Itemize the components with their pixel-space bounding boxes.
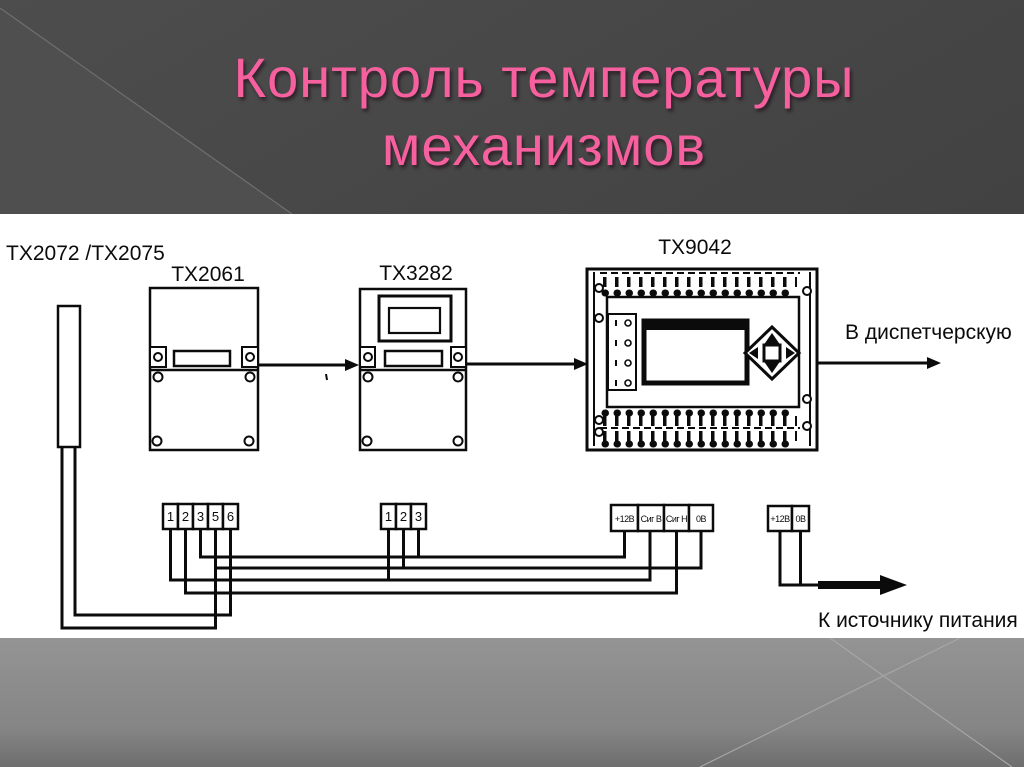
wire-5-zero <box>215 532 703 570</box>
dpad-left-icon[interactable] <box>749 347 758 359</box>
power-terminal-block: +12В 0В <box>766 504 811 533</box>
terminal-cell-label: 2 <box>182 509 189 524</box>
terminal-cell-label: 3 <box>197 509 204 524</box>
tx9042-led-box <box>607 313 637 391</box>
wire-3-plus12 <box>199 529 626 559</box>
diagonal-line <box>0 7 293 214</box>
tx9042-bottom-terminal-strips <box>600 409 800 448</box>
tx3282-display <box>387 306 442 335</box>
dpad-center-button[interactable] <box>762 343 782 363</box>
terminal-cell-label: 5 <box>212 509 219 524</box>
arrowhead-icon <box>574 358 588 370</box>
wiring <box>60 447 820 630</box>
dpad-up-icon[interactable] <box>763 333 781 346</box>
tx9042-lcd-top-bar <box>642 319 749 330</box>
terminal-cell-label: 6 <box>227 509 234 524</box>
title-line-2: механизмов <box>381 114 707 177</box>
flow-arrows: В диспетчерскую <box>258 321 1012 381</box>
probe-label: TX2072 /TX2075 <box>6 242 165 265</box>
arrowhead-icon <box>880 575 907 595</box>
terminal-cell-label: +12В <box>615 514 635 524</box>
terminal-cell-label: 1 <box>385 509 392 524</box>
terminal-cell-label: 0В <box>795 514 806 524</box>
tx2061-label: TX2061 <box>171 263 245 286</box>
slide-bottom-band <box>0 638 1024 767</box>
wire-power-plus12 <box>778 531 820 587</box>
terminal-cell-label: 3 <box>415 509 422 524</box>
dpad-right-icon[interactable] <box>786 347 795 359</box>
tx2061-terminal-block: 1 2 3 5 6 <box>161 502 240 531</box>
tx9042-lcd-display <box>641 318 750 386</box>
tx9042-top-terminal-strip <box>600 272 800 297</box>
tx3282-screws <box>361 352 464 447</box>
terminal-cell-label: Сиг В <box>641 514 662 524</box>
terminal-cell-label: 2 <box>400 509 407 524</box>
arrowhead-icon <box>927 357 941 369</box>
tx3282-slot <box>383 349 444 368</box>
wire-1-sigb <box>169 529 652 582</box>
top-band-decoration <box>0 7 293 214</box>
diagonal-line <box>829 638 1013 767</box>
probe-body <box>56 304 82 449</box>
tx9042-device: TX9042 <box>585 236 819 452</box>
tx9042-led-indicators <box>615 319 632 387</box>
tx9042-label: TX9042 <box>658 236 732 259</box>
tx9042-dpad <box>742 324 802 382</box>
arrowhead-icon <box>345 359 359 371</box>
power-arrow: К источнику питания <box>818 575 1018 632</box>
terminal-cell-label: +12В <box>770 514 790 524</box>
dpad-down-icon[interactable] <box>763 360 781 373</box>
tx2061-slot <box>172 349 232 368</box>
tx9042-mounting <box>593 272 812 446</box>
wire-2-sign <box>184 529 678 595</box>
tx3282-terminal-block: 1 2 3 <box>379 502 428 531</box>
terminal-cell-label: 1 <box>167 509 174 524</box>
terminal-cell <box>662 503 691 533</box>
wire-6-probe-right <box>73 447 232 617</box>
diagram-area: TX2072 /TX2075 TX2061 <box>0 214 1024 638</box>
tx9042-terminal-block: +12В Сиг В Сиг Н 0В <box>609 503 715 533</box>
title-line-1: Контроль температуры <box>233 46 855 109</box>
slide-title: Контроль температуры механизмов <box>64 44 1024 180</box>
diagonal-line <box>699 638 961 767</box>
terminal-cell-label: 0В <box>696 514 707 524</box>
stray-tick-mark <box>325 373 328 381</box>
bottom-band-lines <box>699 638 1013 767</box>
slide-top-band: Контроль температуры механизмов <box>0 0 1024 214</box>
terminal-cell-label: Сиг Н <box>666 514 687 524</box>
probe-device: TX2072 /TX2075 <box>6 242 165 449</box>
wiring-diagram: TX2072 /TX2075 TX2061 <box>6 236 1018 632</box>
power-annotation: К источнику питания <box>818 609 1018 632</box>
tx2061-device: TX2061 <box>148 263 260 452</box>
tx3282-device: TX3282 <box>358 262 468 452</box>
wire-5-probe-left <box>60 447 217 630</box>
dispatcher-annotation: В диспетчерскую <box>845 321 1012 344</box>
tx2061-screws <box>151 352 256 447</box>
terminal-cell <box>687 503 715 533</box>
tx3282-label: TX3282 <box>379 262 453 285</box>
